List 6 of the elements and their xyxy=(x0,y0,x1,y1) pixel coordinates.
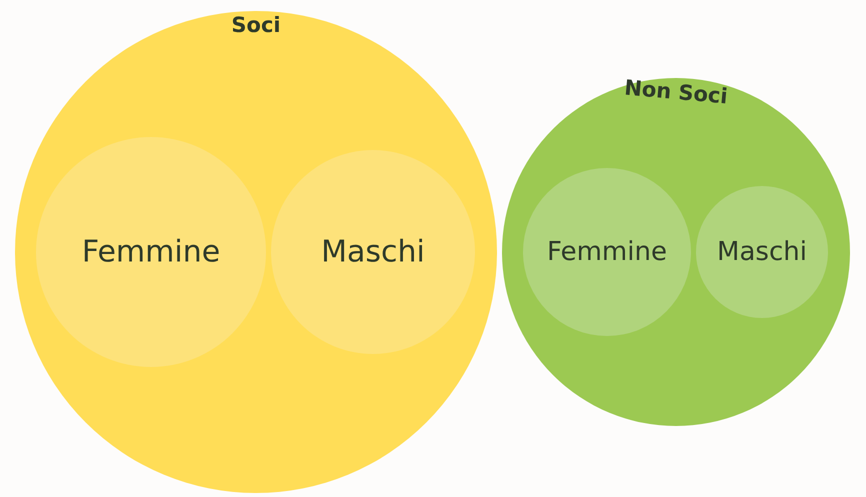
bubble-label: Femmine xyxy=(547,237,667,267)
bubble-label: Maschi xyxy=(717,237,807,267)
group-label: Soci xyxy=(231,13,281,37)
bubble-label: Femmine xyxy=(82,234,220,270)
group-label: Non Soci xyxy=(623,76,729,108)
bubble-label: Maschi xyxy=(321,234,425,270)
